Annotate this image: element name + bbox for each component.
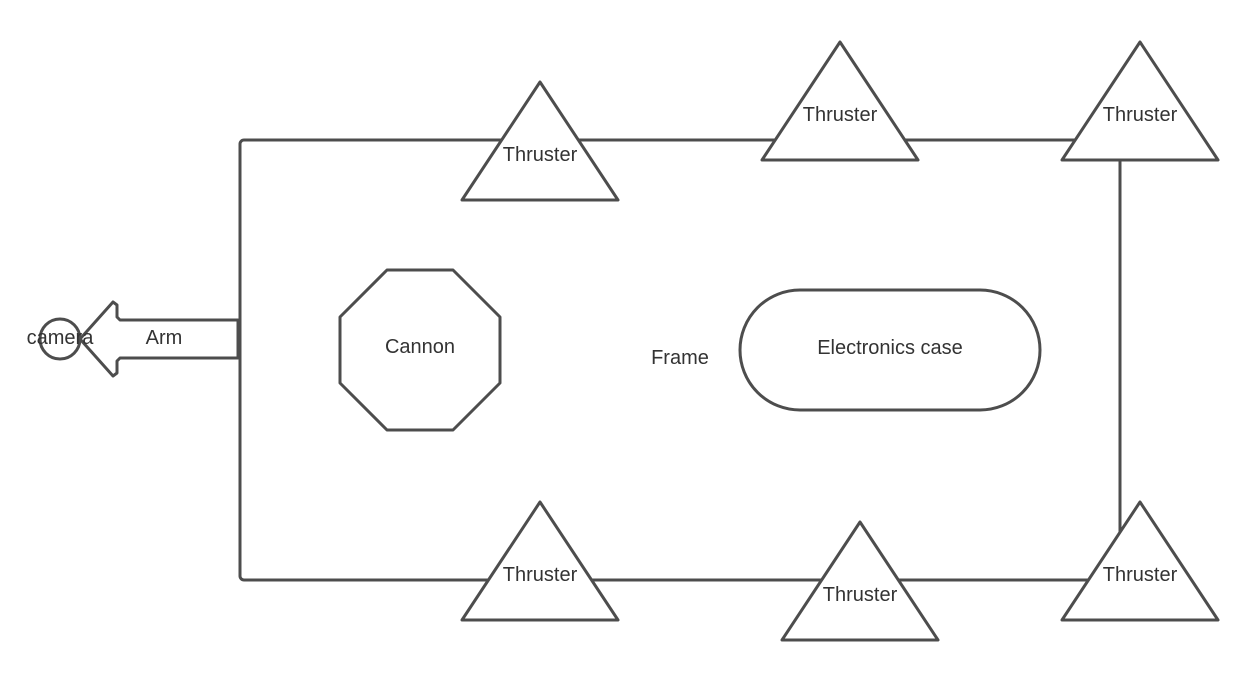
- camera-label: camera: [27, 327, 95, 349]
- thruster-triangle: [460, 80, 620, 202]
- arm-arrow: Arm: [78, 300, 240, 378]
- thruster-triangle: [760, 40, 920, 162]
- cannon: Cannon: [338, 268, 502, 432]
- thruster-label: Thruster: [823, 584, 898, 606]
- thruster-label: Thruster: [503, 144, 578, 166]
- thruster-triangle: [1060, 40, 1220, 162]
- thruster-top-3: Thruster: [1060, 40, 1220, 162]
- thruster-top-2: Thruster: [760, 40, 920, 162]
- thruster-label: Thruster: [503, 564, 578, 586]
- thruster-triangle: [460, 500, 620, 622]
- thruster-bottom-1: Thruster: [460, 500, 620, 622]
- electronics-case: Electronics case: [738, 288, 1042, 412]
- frame: Frame: [238, 138, 1122, 582]
- electronics-case-label: Electronics case: [817, 337, 963, 359]
- camera: camera: [27, 317, 95, 361]
- thruster-label: Thruster: [1103, 104, 1178, 126]
- camera-circle: [38, 317, 82, 361]
- thruster-label: Thruster: [803, 104, 878, 126]
- frame-outline: [238, 138, 1122, 582]
- thruster-top-1: Thruster: [460, 80, 620, 202]
- frame-label: Frame: [651, 347, 709, 369]
- arm-arrow-shape: [78, 300, 240, 378]
- thruster-bottom-2: Thruster: [780, 520, 940, 642]
- thruster-label: Thruster: [1103, 564, 1178, 586]
- thruster-bottom-3: Thruster: [1060, 500, 1220, 622]
- electronics-case-shape: [738, 288, 1042, 412]
- cannon-octagon: [338, 268, 502, 432]
- thruster-triangle: [780, 520, 940, 642]
- thruster-triangle: [1060, 500, 1220, 622]
- cannon-label: Cannon: [385, 336, 455, 358]
- arm-label: Arm: [146, 327, 183, 349]
